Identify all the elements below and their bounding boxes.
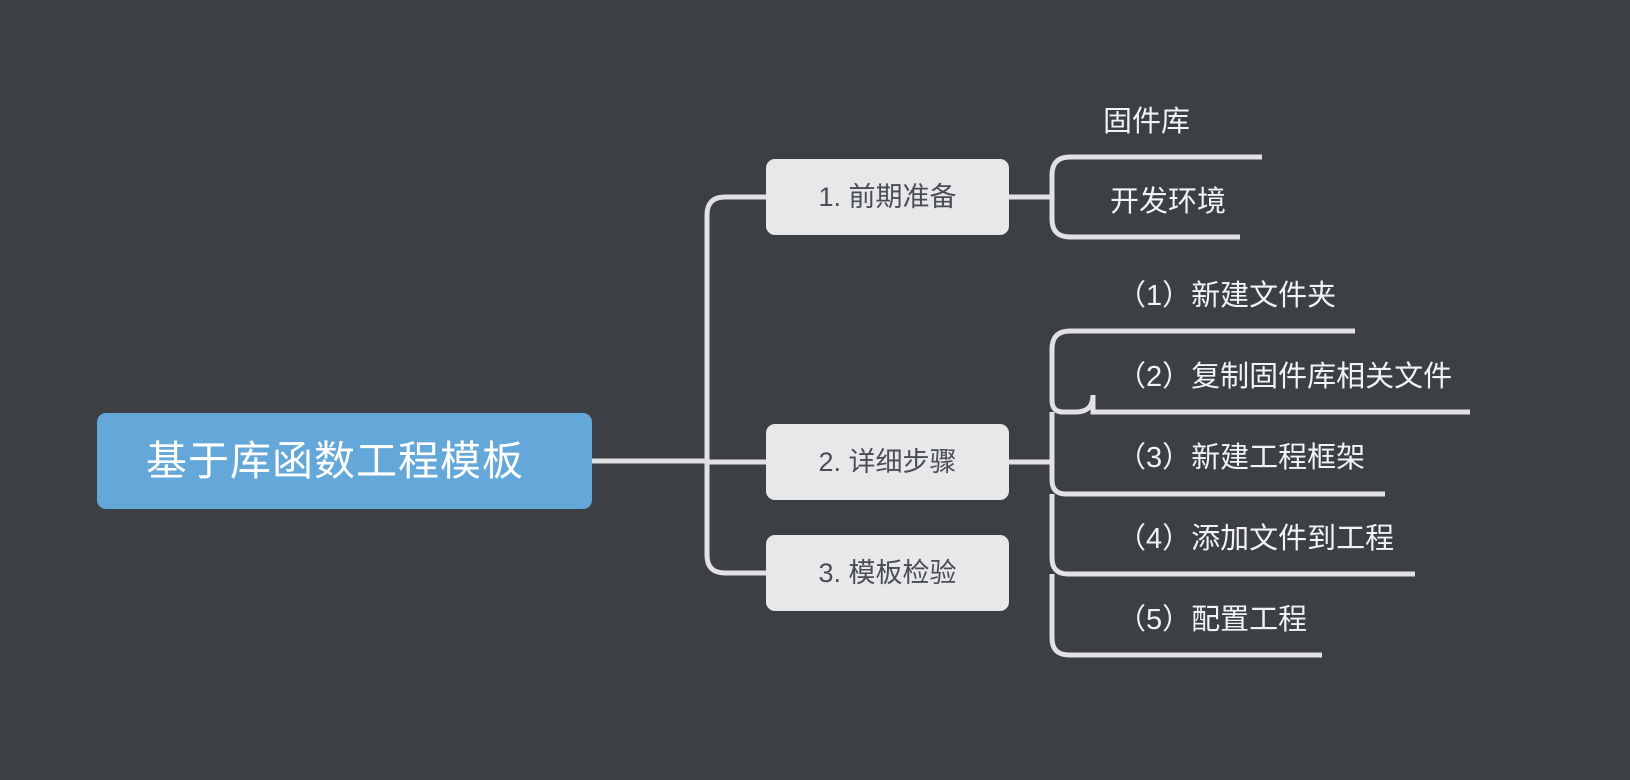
leaf-node-dev-environment[interactable]: 开发环境 [1110,186,1227,218]
branch-node-2-label: 2. 详细步骤 [818,446,957,477]
branch-node-3-label: 3. 模板检验 [818,557,957,588]
root-node-label: 基于库函数工程模板 [146,437,524,484]
connector-b2-child2 [1049,394,1470,415]
leaf-node-firmware-library[interactable]: 固件库 [1103,106,1191,138]
connector-trunk-bottom [704,461,766,576]
leaf-node-step-2[interactable]: （2）复制固件库相关文件 [1117,361,1453,393]
root-node[interactable]: 基于库函数工程模板 [97,413,592,509]
leaf-node-step-1[interactable]: （1）新建文件夹 [1117,280,1337,312]
connector-trunk-top [704,194,766,461]
leaf-node-step-5[interactable]: （5）配置工程 [1117,604,1308,636]
branch-node-1[interactable]: 1. 前期准备 [766,159,1009,235]
branch-node-1-label: 1. 前期准备 [818,181,957,212]
branch-node-2[interactable]: 2. 详细步骤 [766,424,1009,500]
branch-node-3[interactable]: 3. 模板检验 [766,535,1009,611]
leaf-node-step-4[interactable]: （4）添加文件到工程 [1117,523,1395,555]
leaf-node-step-3[interactable]: （3）新建工程框架 [1117,442,1366,474]
